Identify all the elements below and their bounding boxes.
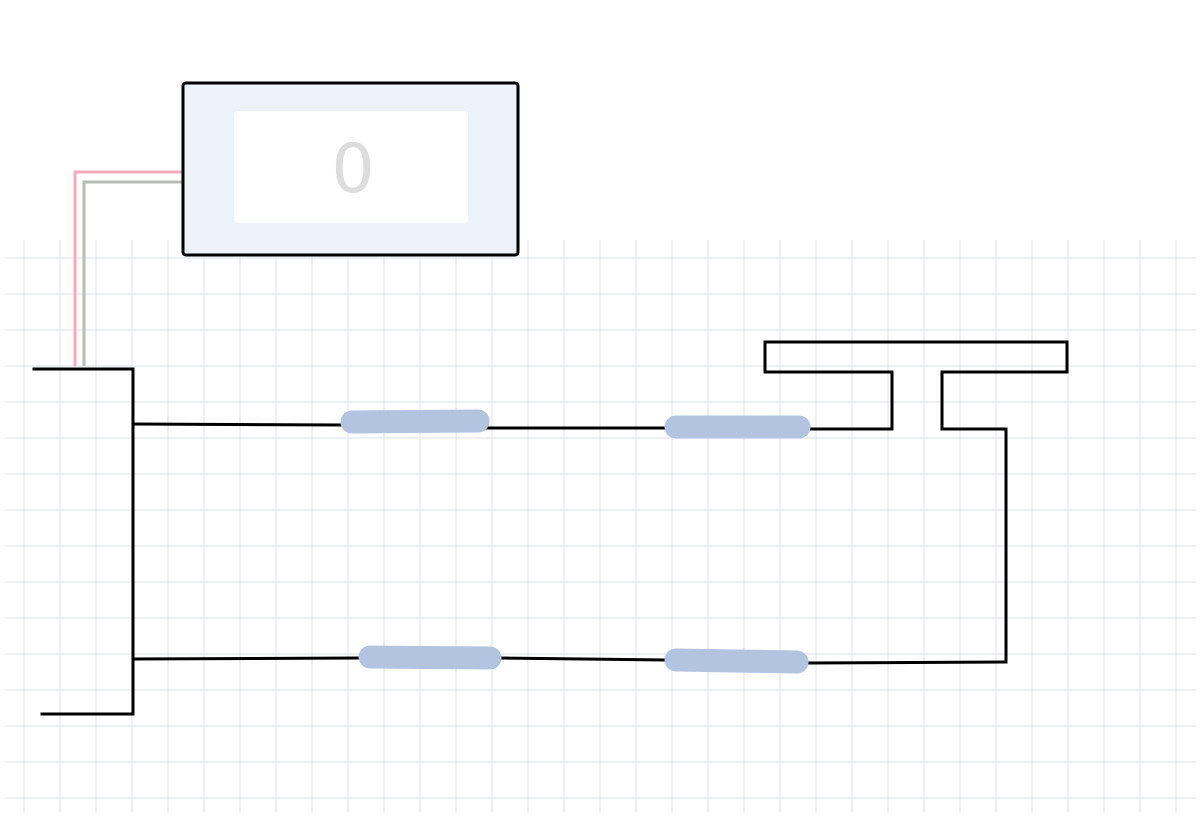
battery[interactable] <box>32 367 135 716</box>
meter-reading: 0 <box>331 130 374 209</box>
resistor-top-left[interactable] <box>340 409 490 434</box>
resistor-bottom-right[interactable] <box>664 648 809 674</box>
probe-lead-negative <box>82 180 183 366</box>
right-wire <box>940 427 1008 664</box>
bottom-wire <box>131 656 1008 665</box>
grid-background <box>6 240 1196 812</box>
switch-cap <box>763 340 1069 431</box>
meter-screen <box>234 111 468 223</box>
probe-lead-positive <box>73 170 183 366</box>
resistor-bottom-left[interactable] <box>358 645 502 670</box>
push-switch[interactable] <box>763 340 1069 431</box>
multimeter[interactable]: 0 <box>181 81 520 257</box>
